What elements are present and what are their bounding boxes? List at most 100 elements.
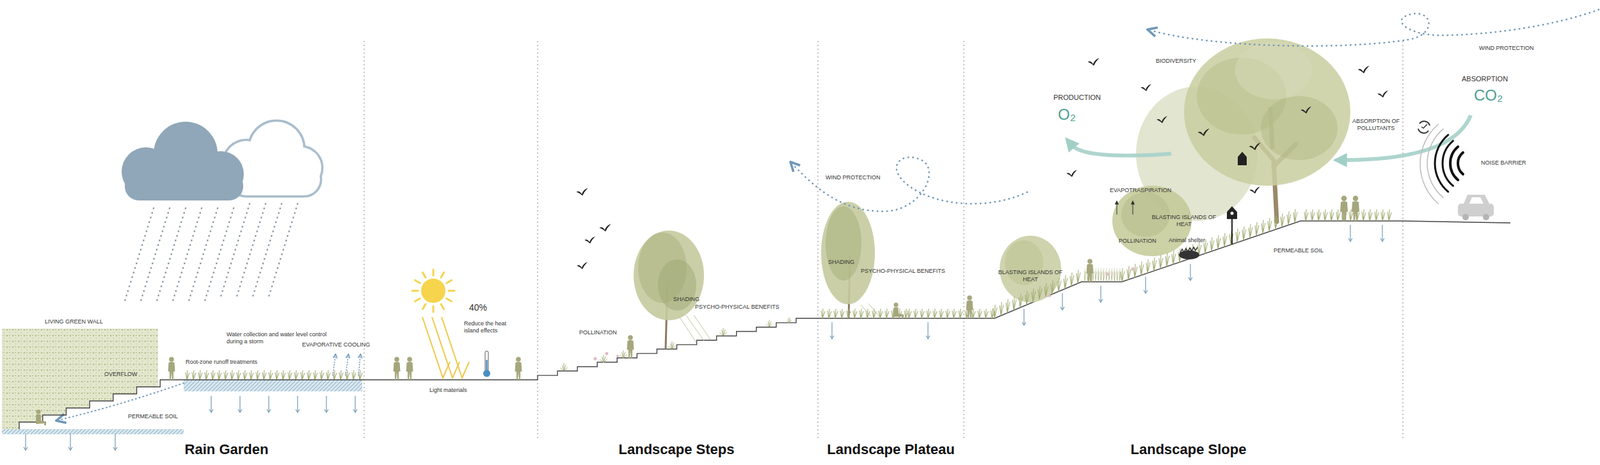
bird-symbol xyxy=(599,223,612,232)
thermometer-icon xyxy=(485,359,488,372)
bird-symbol xyxy=(1088,57,1100,66)
sun-symbol xyxy=(448,289,455,292)
annotation-label: PERMEABLE SOIL xyxy=(1273,247,1324,255)
sun-symbol xyxy=(414,298,420,302)
person-figure xyxy=(1340,195,1348,221)
car-symbol xyxy=(1457,203,1494,217)
tree-illustration xyxy=(686,314,704,341)
permeable-soil-arrow xyxy=(1188,263,1193,281)
rain-cloud xyxy=(121,121,244,201)
vegetation-strip xyxy=(668,341,676,349)
thermometer-icon xyxy=(483,369,491,377)
thermometer-icon xyxy=(483,350,491,377)
rain-drops xyxy=(188,208,218,301)
section-title: Landscape Plateau xyxy=(826,440,955,459)
sun-symbol xyxy=(414,280,420,284)
tree-illustration xyxy=(678,314,697,343)
permeable-soil-arrow xyxy=(209,395,214,413)
tree-illustration xyxy=(821,201,875,304)
tree-illustration xyxy=(860,303,880,317)
animal-shelter-icon xyxy=(1226,206,1238,219)
tree-illustration xyxy=(1112,185,1192,256)
annotation-label: WIND PROTECTION xyxy=(825,174,881,182)
pollutant-icon xyxy=(1419,120,1430,126)
vegetation-strip xyxy=(1105,272,1110,276)
car-symbol xyxy=(1457,194,1494,221)
tree-illustration xyxy=(1235,41,1312,100)
vegetation-strip xyxy=(599,354,607,363)
rain-garden-bed xyxy=(183,379,363,392)
permeable-soil-arrow xyxy=(1380,224,1385,242)
annotation-label: Light materials xyxy=(429,386,468,394)
rain-cloud xyxy=(124,171,244,201)
rain-drops xyxy=(220,203,250,297)
solar-reflection xyxy=(432,316,460,378)
section-title: Landscape Steps xyxy=(618,440,735,459)
annotation-label: Root-zone runoff treatments xyxy=(185,358,258,366)
evapotranspiration-arrow xyxy=(1132,202,1134,215)
noise-barrier-waves xyxy=(1420,124,1439,204)
living-green-wall xyxy=(1,328,184,434)
rain-cloud xyxy=(230,163,320,196)
solar-reflection xyxy=(422,316,450,378)
rain-drops xyxy=(204,208,234,301)
bird-symbol xyxy=(1140,83,1152,91)
person-figure xyxy=(35,195,1360,425)
bird-symbol xyxy=(1249,142,1261,150)
person-figure xyxy=(1086,258,1094,282)
tree-illustration xyxy=(1184,38,1351,186)
annotation-label: ABSORPTION OF POLLUTANTS xyxy=(1345,117,1407,133)
permeable-soil-arrow xyxy=(238,395,242,413)
wind-flow xyxy=(793,9,1599,212)
rain-drops xyxy=(252,203,282,297)
vegetation-strip xyxy=(593,267,1135,361)
vegetation-strip xyxy=(593,357,598,361)
rain-garden-bed xyxy=(183,369,363,392)
section-title: Landscape Slope xyxy=(1130,440,1247,459)
rain-drops xyxy=(124,208,154,301)
vegetation-strip xyxy=(616,354,619,358)
gas-exchange-arrow xyxy=(1071,115,1471,160)
permeable-soil-arrow xyxy=(23,433,28,450)
permeable-soil-arrow xyxy=(353,395,358,413)
section-divider xyxy=(817,40,818,438)
evapotranspiration-arrow xyxy=(1116,202,1133,215)
permeable-soil-arrow xyxy=(113,433,118,450)
permeable-soil-arrow xyxy=(324,395,329,413)
annotation-label: Animal shelter xyxy=(1168,236,1206,244)
animal-shelter-icon xyxy=(1230,211,1234,216)
vegetation-strip xyxy=(766,320,773,328)
vegetation-strip xyxy=(719,327,727,336)
rain-drops xyxy=(156,208,186,301)
annotation-label: WIND PROTECTION xyxy=(1479,44,1535,52)
annotation-label: SHADING xyxy=(828,258,855,266)
pollutant-icon xyxy=(1418,120,1430,133)
percentage-label: 40% xyxy=(469,302,488,314)
annotation-label: EVAPORATIVE COOLING xyxy=(300,341,372,349)
person-figure xyxy=(893,302,904,319)
noise-barrier-waves xyxy=(1427,128,1444,198)
annotation-label: POLLINATION xyxy=(579,328,617,336)
tree-illustration xyxy=(633,38,1351,349)
sun-symbol xyxy=(446,280,452,284)
car-symbol xyxy=(1463,194,1490,205)
tree-illustration xyxy=(657,259,697,311)
bird-symbol xyxy=(1377,90,1389,98)
bird-symbol xyxy=(1156,115,1168,123)
bird-symbol xyxy=(576,261,588,269)
person-figure xyxy=(966,295,974,319)
sun-symbol xyxy=(412,269,455,312)
rain-cloud xyxy=(230,163,320,196)
annotation-label: SHADING xyxy=(673,295,700,303)
permeable-soil-arrow xyxy=(1060,293,1065,310)
permeable-soil-arrow xyxy=(295,395,300,413)
rain-garden-bed xyxy=(275,369,363,380)
permeable-soil-arrow xyxy=(23,224,1385,450)
person-figure xyxy=(406,356,414,380)
evaporation-arrow xyxy=(332,355,361,376)
vegetation-strip xyxy=(1210,208,1298,251)
vegetation-strip xyxy=(1304,209,1392,221)
sun-symbol xyxy=(440,272,445,278)
noise-barrier-waves xyxy=(1450,146,1458,180)
tree-illustration xyxy=(1260,96,1338,160)
